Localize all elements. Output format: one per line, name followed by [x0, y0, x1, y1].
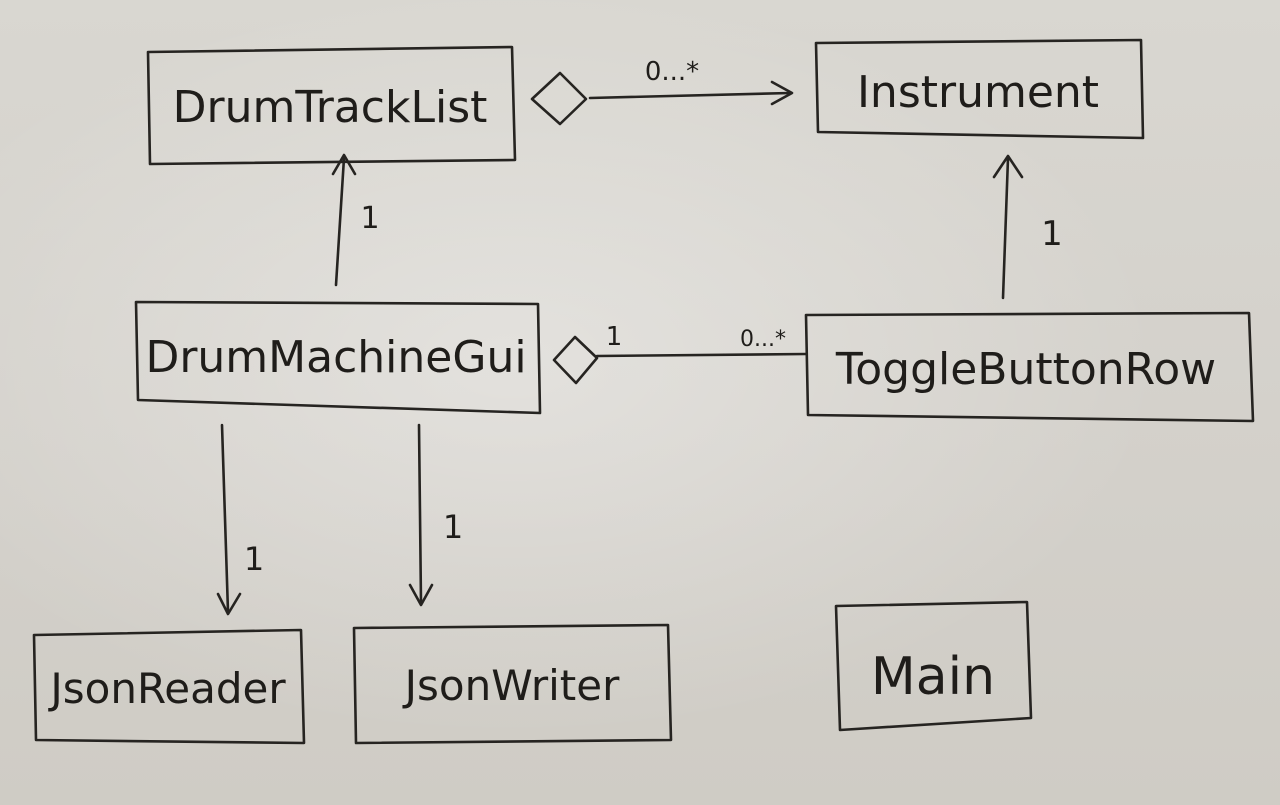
class-box-json-reader[interactable]: JsonReader — [32, 628, 306, 745]
open-arrowhead — [770, 80, 794, 106]
multiplicity-label-gui-end: 1 — [606, 322, 623, 352]
open-arrowhead — [992, 154, 1024, 179]
association-line — [588, 91, 792, 100]
aggregation-gui-to-togglerow: 1 0...* — [552, 322, 808, 385]
aggregation-diamond — [552, 335, 599, 385]
class-box-json-writer[interactable]: JsonWriter — [352, 623, 673, 745]
aggregation-tracklist-to-instrument: 0...* — [530, 57, 794, 126]
class-name-main: Main — [871, 647, 995, 707]
multiplicity-label: 1 — [1041, 214, 1063, 254]
class-box-main[interactable]: Main — [834, 600, 1033, 732]
aggregation-diamond — [530, 71, 588, 126]
class-name-json-reader: JsonReader — [47, 664, 286, 713]
multiplicity-label: 1 — [244, 540, 264, 578]
multiplicity-label: 0...* — [645, 57, 699, 87]
association-line — [1001, 156, 1010, 300]
association-line — [334, 156, 346, 287]
association-gui-to-writer: 1 — [408, 423, 463, 607]
class-box-toggle-button-row[interactable]: ToggleButtonRow — [804, 311, 1255, 423]
multiplicity-label-row-end: 0...* — [740, 327, 786, 352]
association-gui-to-reader: 1 — [216, 423, 264, 616]
class-box-instrument[interactable]: Instrument — [814, 38, 1145, 140]
association-line — [595, 352, 808, 358]
class-box-drum-machine-gui[interactable]: DrumMachineGui — [134, 300, 542, 415]
class-name-toggle-button-row: ToggleButtonRow — [835, 344, 1216, 395]
open-arrowhead — [331, 153, 357, 176]
multiplicity-label: 1 — [443, 508, 463, 546]
association-gui-to-tracklist: 1 — [331, 153, 380, 287]
association-togglerow-to-instrument: 1 — [992, 154, 1063, 300]
class-name-drum-track-list: DrumTrackList — [173, 82, 488, 133]
class-name-drum-machine-gui: DrumMachineGui — [145, 332, 526, 383]
open-arrowhead — [408, 583, 434, 607]
class-name-instrument: Instrument — [857, 67, 1099, 118]
class-box-drum-track-list[interactable]: DrumTrackList — [146, 45, 517, 166]
multiplicity-label: 1 — [360, 201, 379, 236]
association-line — [220, 423, 230, 614]
association-line — [417, 423, 423, 605]
open-arrowhead — [216, 592, 242, 616]
class-name-json-writer: JsonWriter — [402, 661, 620, 710]
